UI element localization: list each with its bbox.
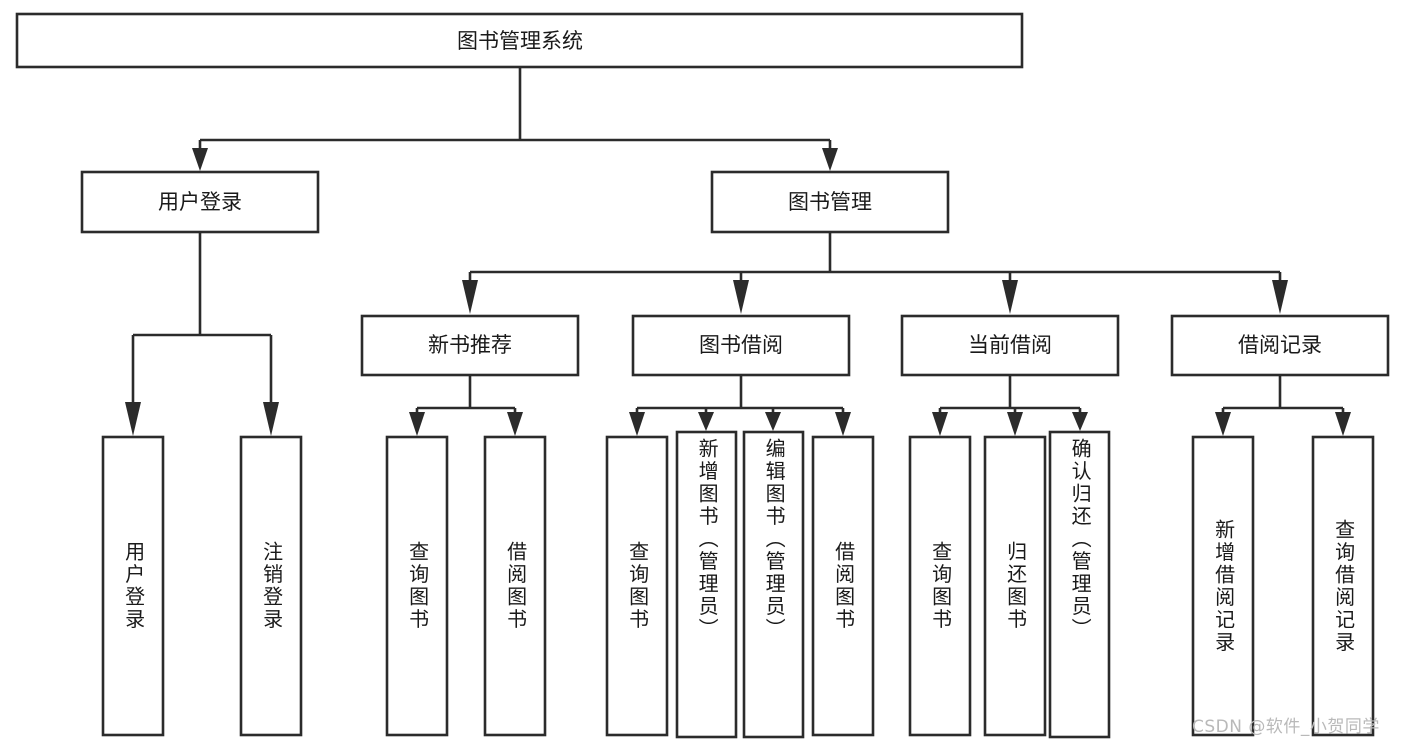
node-borrow-record-label: 借阅记录	[1238, 333, 1322, 357]
node-root-label: 图书管理系统	[457, 29, 583, 53]
arrow-head-borrow-record	[1272, 280, 1288, 314]
node-user-login-label: 用户登录	[158, 190, 242, 214]
leaf-borrow-book-1-rect[interactable]	[483, 435, 547, 737]
node-current-borrow-rect[interactable]	[900, 314, 1120, 377]
leaf-query-book-1-rect[interactable]	[385, 435, 449, 737]
arrow-head-leaf-return-book	[1007, 412, 1023, 436]
node-root[interactable]: 图书管理系统	[15, 12, 1024, 69]
node-book-borrow-rect[interactable]	[631, 314, 851, 377]
connector-group-borrow-record	[1215, 375, 1351, 436]
arrow-head-leaf-borrow-book-2	[835, 412, 851, 436]
leaf-box-group	[101, 430, 1375, 739]
node-new-book-rec-rect[interactable]	[360, 314, 580, 377]
arrow-head-leaf-query-book-3	[932, 412, 948, 436]
connector-group-root	[192, 67, 838, 171]
arrow-head-book-borrow	[733, 280, 749, 314]
arrow-head-current-borrow	[1002, 280, 1018, 314]
leaf-add-book-admin-rect[interactable]	[675, 430, 738, 739]
arrow-head-book-manage	[822, 148, 838, 171]
leaf-user-login-rect[interactable]	[101, 435, 165, 737]
connector-group-book-borrow	[629, 375, 851, 436]
connector-group-new-book-rec	[409, 375, 523, 436]
arrow-head-user-login	[192, 148, 208, 171]
arrow-head-leaf-add-record	[1215, 412, 1231, 436]
node-root-rect[interactable]	[15, 12, 1024, 69]
node-user-login-rect[interactable]	[80, 170, 320, 234]
connector-group-current-borrow	[932, 375, 1088, 436]
node-borrow-record-rect[interactable]	[1170, 314, 1390, 377]
node-new-book-rec-label: 新书推荐	[428, 333, 512, 357]
node-book-manage[interactable]: 图书管理	[710, 170, 950, 234]
node-book-borrow[interactable]: 图书借阅	[631, 314, 851, 377]
node-book-borrow-label: 图书借阅	[699, 333, 783, 357]
leaf-return-book-rect[interactable]	[983, 435, 1047, 737]
connector-group-book-manage	[462, 232, 1288, 314]
arrow-head-leaf-logout	[263, 402, 279, 436]
csdn-watermark: CSDN @软件_小贺同学	[1192, 717, 1380, 737]
leaf-edit-book-admin-rect[interactable]	[742, 430, 805, 739]
leaf-query-book-3-rect[interactable]	[908, 435, 972, 737]
node-new-book-rec[interactable]: 新书推荐	[360, 314, 580, 377]
arrow-head-new-book-rec	[462, 280, 478, 314]
leaf-add-record-rect[interactable]	[1191, 435, 1255, 737]
node-borrow-record[interactable]: 借阅记录	[1170, 314, 1390, 377]
arrow-head-leaf-add-book-admin	[698, 412, 714, 431]
node-user-login[interactable]: 用户登录	[80, 170, 320, 234]
arrow-head-leaf-user-login	[125, 402, 141, 436]
leaf-confirm-return-admin-rect[interactable]	[1048, 430, 1111, 739]
leaf-query-record-rect[interactable]	[1311, 435, 1375, 737]
arrow-head-leaf-query-record	[1335, 412, 1351, 436]
arrow-head-leaf-query-book-1	[409, 412, 425, 436]
arrow-head-leaf-edit-book-admin	[765, 412, 781, 431]
connector-group-user-login	[125, 232, 279, 436]
node-book-manage-rect[interactable]	[710, 170, 950, 234]
leaf-logout-rect[interactable]	[239, 435, 303, 737]
node-book-manage-label: 图书管理	[788, 190, 872, 214]
leaf-borrow-book-2-rect[interactable]	[811, 435, 875, 737]
leaf-query-book-2-rect[interactable]	[605, 435, 669, 737]
arrow-head-leaf-query-book-2	[629, 412, 645, 436]
arrow-head-leaf-borrow-book-1	[507, 412, 523, 436]
node-current-borrow[interactable]: 当前借阅	[900, 314, 1120, 377]
arrow-head-leaf-confirm-return	[1072, 412, 1088, 431]
node-current-borrow-label: 当前借阅	[968, 333, 1052, 357]
